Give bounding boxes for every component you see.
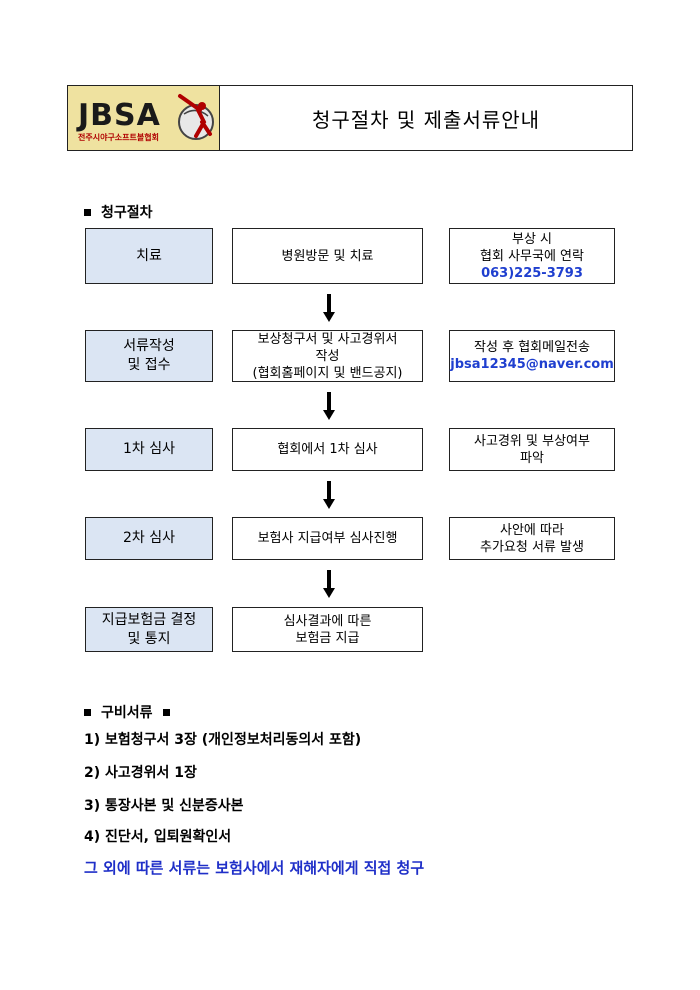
step-box: 1차 심사 [85, 428, 213, 471]
action-label: 보험사 지급여부 심사진행 [257, 531, 398, 546]
document-header: JBSA 전주시야구소프트볼협회 청구절차 및 제출서류안내 [67, 85, 633, 151]
square-bullet-icon [84, 208, 91, 216]
step-box: 지급보험금 결정 및 통지 [85, 607, 213, 652]
procedure-heading-text: 청구절차 [101, 205, 153, 221]
step-box: 치료 [85, 228, 213, 284]
contact-email: jbsa12345@naver.com [450, 357, 614, 372]
down-arrow-icon [323, 392, 335, 420]
document-item: 4) 진단서, 입퇴원확인서 [84, 829, 232, 845]
note-label: 협회 사무국에 연락 [480, 248, 584, 264]
note-box: 사안에 따라 추가요청 서류 발생 [449, 517, 615, 560]
logo-text: JBSA [78, 98, 161, 133]
action-label: 심사결과에 따른 [283, 613, 372, 629]
document-item: 2) 사고경위서 1장 [84, 765, 197, 781]
step-label: 1차 심사 [123, 441, 175, 457]
contact-phone: 063)225-3793 [481, 265, 583, 281]
documents-heading: 구비서류 [84, 702, 170, 722]
logo-cell: JBSA 전주시야구소프트볼협회 [68, 86, 220, 150]
action-box: 병원방문 및 치료 [232, 228, 423, 284]
document-item: 3) 통장사본 및 신분증사본 [84, 798, 244, 814]
step-box: 2차 심사 [85, 517, 213, 560]
note-box: 작성 후 협회메일전송 jbsa12345@naver.com [449, 330, 615, 382]
action-box: 보상청구서 및 사고경위서 작성 (협회홈페이지 및 밴드공지) [232, 330, 423, 382]
down-arrow-icon [323, 570, 335, 598]
action-label: (협회홈페이지 및 밴드공지) [252, 365, 403, 381]
additional-documents-note: 그 외에 따른 서류는 보험사에서 재해자에게 직접 청구 [84, 859, 425, 877]
note-label: 파악 [520, 450, 544, 466]
step-box: 서류작성 및 접수 [85, 330, 213, 382]
note-label: 사고경위 및 부상여부 [474, 433, 590, 449]
action-box: 협회에서 1차 심사 [232, 428, 423, 471]
logo-subtitle: 전주시야구소프트볼협회 [78, 133, 159, 142]
step-label: 서류작성 [123, 338, 175, 354]
document-title: 청구절차 및 제출서류안내 [311, 107, 541, 132]
square-bullet-icon [84, 708, 91, 716]
action-label: 보상청구서 및 사고경위서 [257, 331, 398, 347]
note-label: 부상 시 [511, 231, 552, 247]
down-arrow-icon [323, 294, 335, 322]
step-label: 지급보험금 결정 [101, 611, 197, 628]
step-label: 2차 심사 [123, 530, 175, 546]
down-arrow-icon [323, 481, 335, 509]
note-box: 부상 시 협회 사무국에 연락 063)225-3793 [449, 228, 615, 284]
procedure-heading: 청구절차 [84, 202, 153, 222]
note-box: 사고경위 및 부상여부 파악 [449, 428, 615, 471]
step-label: 및 통지 [127, 630, 171, 647]
note-label: 작성 후 협회메일전송 [474, 340, 590, 355]
action-label: 병원방문 및 치료 [281, 248, 374, 264]
batter-logo-icon [178, 94, 214, 140]
note-label: 추가요청 서류 발생 [480, 539, 584, 555]
step-label: 치료 [136, 247, 162, 264]
action-box: 심사결과에 따른 보험금 지급 [232, 607, 423, 652]
document-item: 1) 보험청구서 3장 (개인정보처리동의서 포함) [84, 732, 362, 748]
note-label: 사안에 따라 [500, 522, 564, 538]
square-bullet-icon [162, 708, 170, 716]
documents-heading-text: 구비서류 [101, 705, 153, 721]
action-label: 협회에서 1차 심사 [277, 442, 378, 457]
action-box: 보험사 지급여부 심사진행 [232, 517, 423, 560]
action-label: 보험금 지급 [295, 630, 360, 646]
step-label: 및 접수 [127, 357, 171, 373]
action-label: 작성 [315, 348, 340, 364]
